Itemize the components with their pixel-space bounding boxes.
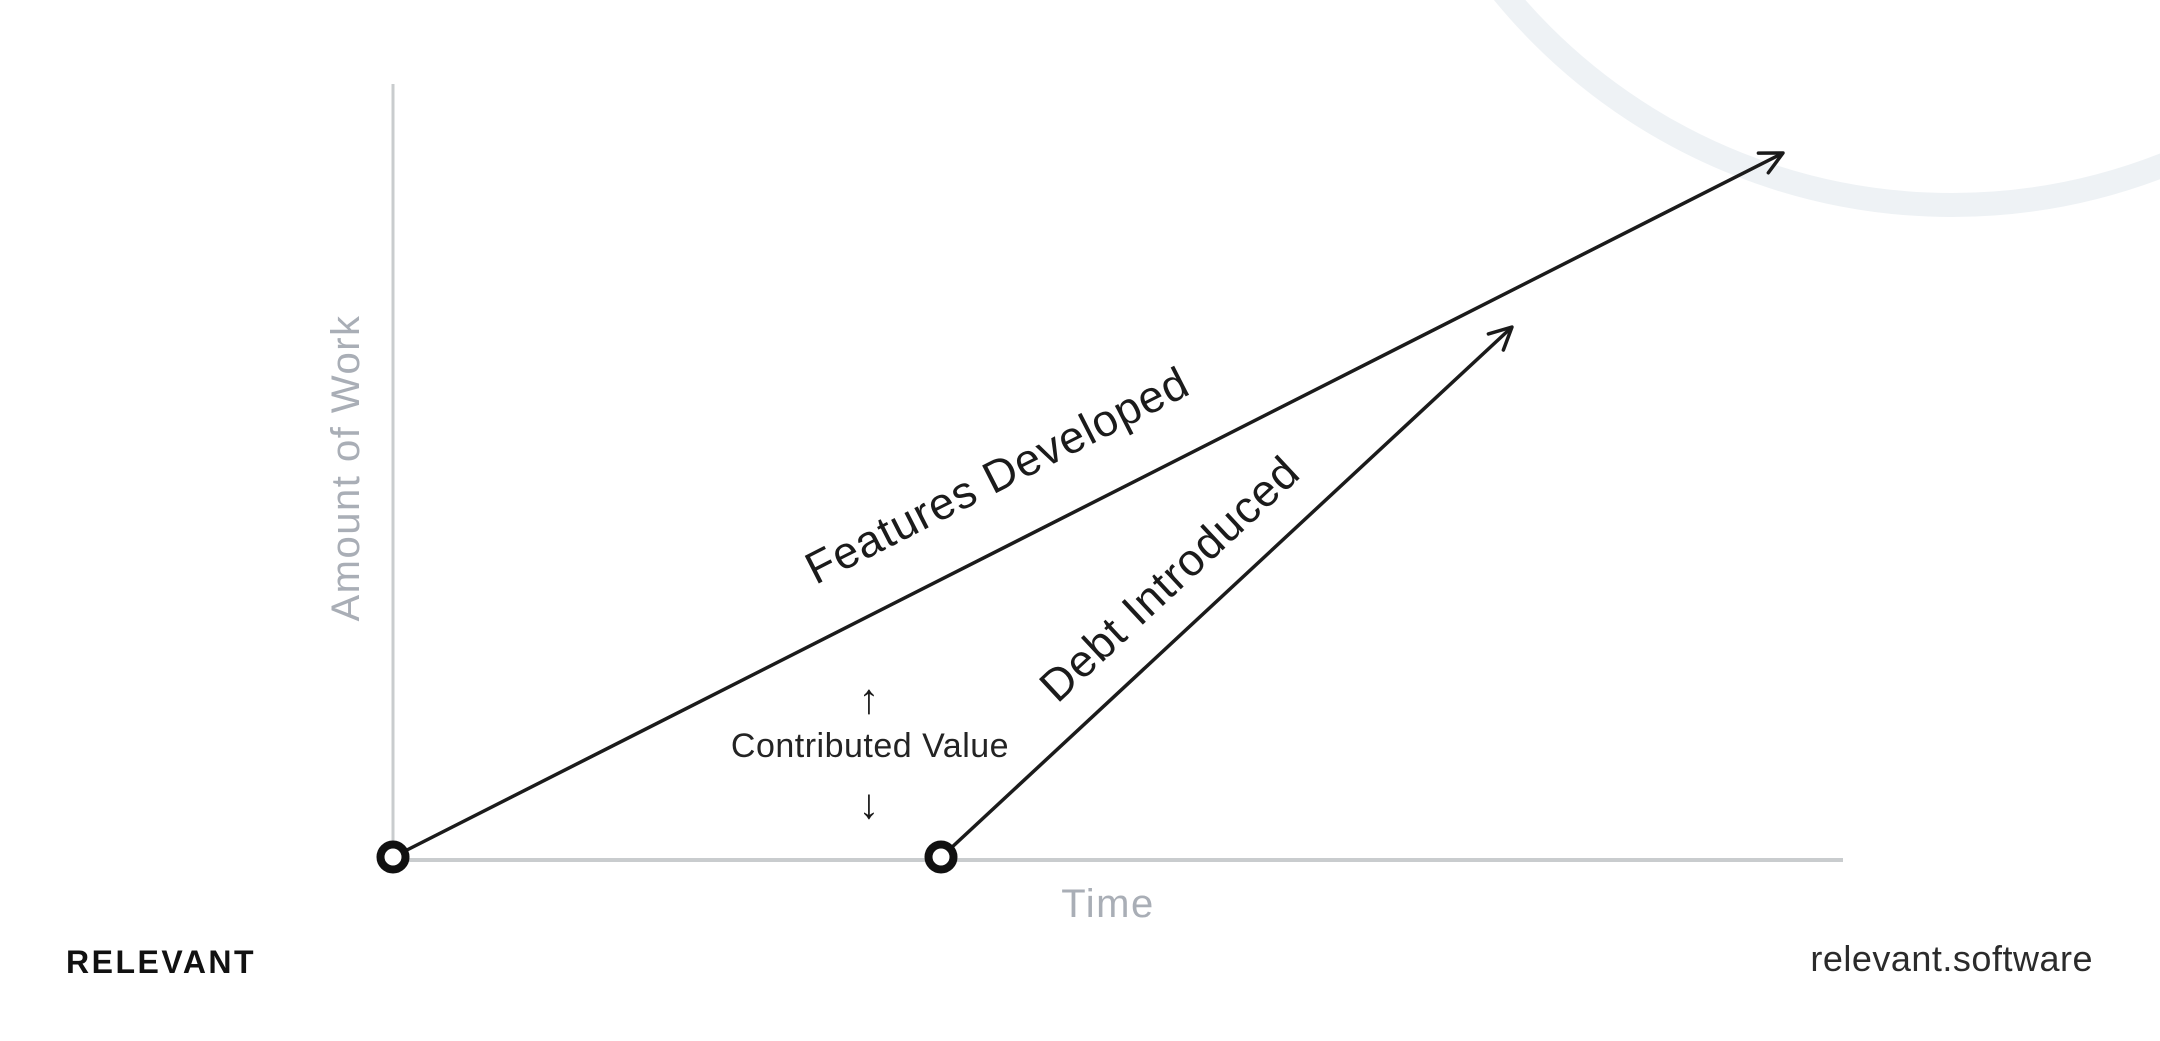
features-line-label: Features Developed: [797, 356, 1197, 594]
up-arrow-icon: ↑: [859, 675, 880, 722]
background-arc: [1494, 0, 2160, 217]
features-developed-line: [404, 151, 1785, 853]
down-arrow-icon: ↓: [859, 780, 880, 827]
y-axis-label: Amount of Work: [324, 314, 368, 621]
website-text: relevant.software: [1810, 938, 2093, 979]
debt-origin-point: [924, 840, 958, 874]
contributed-value-label: Contributed Value: [731, 727, 1009, 765]
debt-line-label: Debt Introduced: [1029, 446, 1309, 712]
x-axis-label: Time: [1061, 882, 1154, 926]
brand-logo: RELEVANT: [66, 944, 257, 980]
debt-introduced-line: [948, 325, 1514, 851]
features-origin-point: [376, 840, 410, 874]
